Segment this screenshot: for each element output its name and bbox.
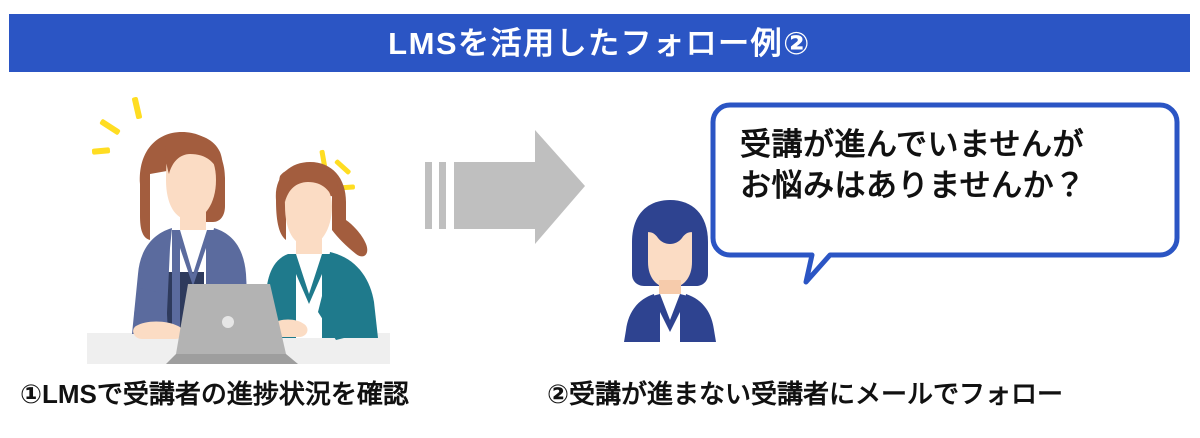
- woman-left-lapel: [172, 230, 214, 334]
- avatar-jacket-right: [684, 294, 716, 342]
- woman-left: [132, 132, 248, 339]
- laptop: [166, 284, 298, 364]
- woman-left-hand: [133, 321, 184, 339]
- speech-bubble: [708, 100, 1182, 290]
- woman-left-face: [166, 139, 216, 220]
- avatar-hair-front: [633, 202, 707, 248]
- laptop-base: [166, 354, 298, 364]
- woman-right: [266, 162, 378, 340]
- sparkle-marks-left: [91, 97, 142, 155]
- speech-bubble-shape: [710, 102, 1180, 285]
- caption-step-1: ①LMSで受講者の進捗状況を確認: [20, 379, 409, 409]
- woman-right-lapel: [288, 254, 330, 338]
- process-arrow: [425, 130, 635, 260]
- speech-bubble-line-1: 受講が進んでいませんが: [740, 127, 1085, 162]
- woman-left-hair-front: [165, 133, 223, 180]
- avatar-face: [648, 224, 692, 288]
- woman-right-hair-front: [279, 165, 339, 208]
- arrow-motion-bar-2: [439, 162, 446, 229]
- page-title: LMSを活用したフォロー例②: [388, 25, 811, 61]
- woman-right-face: [283, 171, 332, 246]
- avatar-jacket-left: [624, 294, 656, 342]
- instructor-avatar: [610, 196, 730, 344]
- right-arrow-icon: [454, 130, 585, 244]
- caption-row: ①LMSで受講者の進捗状況を確認 ②受講が進まない受講者にメールでフォロー: [0, 374, 1200, 426]
- caption-step-2: ②受講が進まない受講者にメールでフォロー: [547, 379, 1064, 409]
- title-banner: LMSを活用したフォロー例②: [9, 14, 1190, 72]
- two-women-at-laptop-illustration: [80, 88, 410, 368]
- laptop-logo: [222, 316, 234, 328]
- speech-bubble-line-2: お悩みはありませんか？: [740, 168, 1086, 204]
- avatar-jacket-lapel: [652, 294, 688, 342]
- woman-right-arm: [318, 288, 368, 340]
- speech-bubble-text: 受講が進んでいませんが お悩みはありませんか？: [740, 124, 1160, 206]
- arrow-motion-bar-1: [425, 162, 432, 229]
